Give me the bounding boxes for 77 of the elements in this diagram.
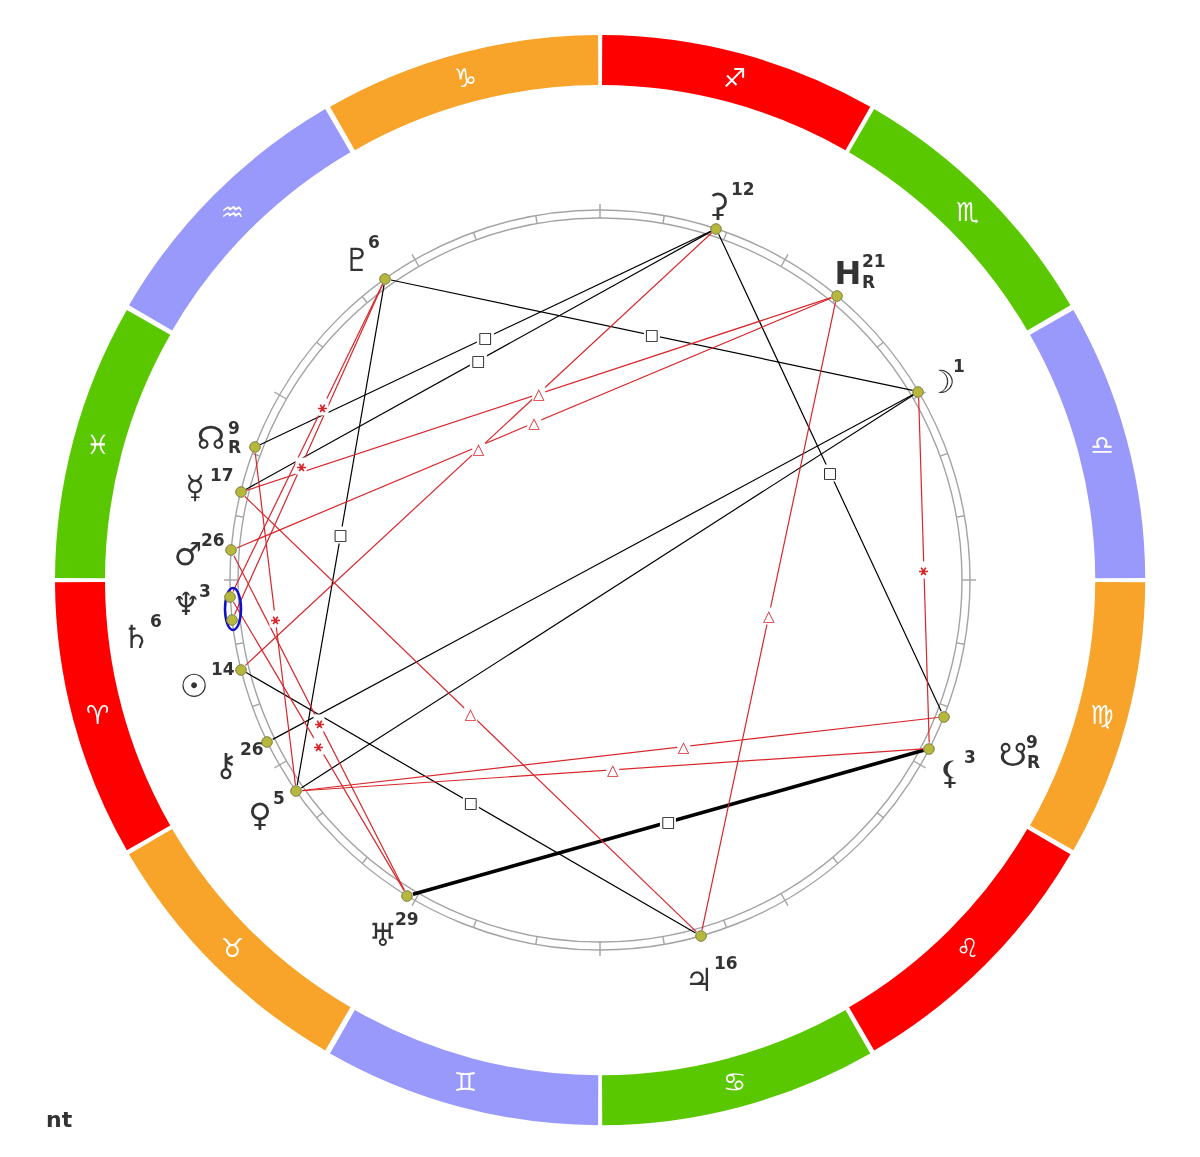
planet-glyph: ☊ <box>196 422 226 454</box>
aspect-line <box>244 232 713 667</box>
zodiac-sign: ♑ <box>453 64 478 91</box>
aspect-symbol: △ <box>762 607 776 625</box>
aspect-line <box>244 495 697 933</box>
planet-glyph: ♃ <box>684 964 714 996</box>
aspect-line <box>236 297 832 549</box>
zodiac-sign: ♌ <box>956 934 980 961</box>
aspect-symbol: □ <box>462 794 479 812</box>
retrograde-mark: R <box>862 273 876 291</box>
aspect-line <box>272 393 914 740</box>
aspect-symbol: □ <box>470 352 487 370</box>
aspect-line <box>254 452 297 786</box>
degree-number: 26 <box>240 740 264 758</box>
aspect-symbol: ⚹ <box>313 737 325 755</box>
degree-number: 21 <box>862 252 886 270</box>
planet-glyph: ⚷ <box>214 749 238 781</box>
aspect-symbol: △ <box>471 440 486 458</box>
degree-number: 1 <box>953 357 965 375</box>
zodiac-sign: ♍ <box>1090 701 1114 728</box>
aspect-line <box>300 394 915 789</box>
aspect-symbol: ⚹ <box>313 714 325 732</box>
degree-number: 26 <box>201 531 225 549</box>
zodiac-sign: ♊ <box>453 1069 478 1096</box>
aspect-line <box>701 301 837 931</box>
planet-glyph: ☉ <box>179 670 209 702</box>
zodiac-sign: ♐ <box>722 64 747 91</box>
aspect-symbol: △ <box>463 705 478 723</box>
zodiac-sign: ♎ <box>1090 432 1114 459</box>
degree-number: 3 <box>199 582 211 600</box>
aspect-line <box>412 748 925 896</box>
note-text: nt <box>46 1109 73 1131</box>
planet-glyph: ☿ <box>185 471 205 503</box>
degree-number: 6 <box>368 233 380 251</box>
zodiac-sign: ♏ <box>956 199 980 226</box>
aspect-line <box>245 297 832 492</box>
retrograde-mark: R <box>228 438 242 456</box>
degree-number: 12 <box>731 180 755 198</box>
aspect-symbol: □ <box>332 526 349 544</box>
planet-glyph: ☽ <box>926 366 956 398</box>
aspect-symbol: □ <box>821 464 839 482</box>
zodiac-sign: ♒ <box>220 199 244 226</box>
degree-number: 9 <box>228 419 240 437</box>
planet-glyph: ⚳ <box>706 189 730 221</box>
aspect-symbol: ⚹ <box>269 610 281 628</box>
planet-glyph: ♂ <box>173 538 203 570</box>
aspect-symbol: ⚹ <box>295 457 307 475</box>
degree-number: 16 <box>714 954 738 972</box>
aspect-line <box>296 284 385 786</box>
planet-glyph: H <box>834 257 862 289</box>
planet-glyph: ♄ <box>121 621 151 653</box>
zodiac-sign: ♓ <box>86 432 110 459</box>
aspect-line <box>718 233 942 712</box>
aspect-line <box>918 397 930 744</box>
aspect-line <box>245 231 712 491</box>
degree-number: 17 <box>210 466 234 484</box>
degree-number: 3 <box>964 748 976 766</box>
degree-number: 5 <box>273 789 285 807</box>
degree-number: 14 <box>211 660 235 678</box>
aspect-line <box>390 279 914 391</box>
planet-glyph: ♀ <box>248 799 272 831</box>
degree-number: 6 <box>150 612 162 630</box>
degree-number: 29 <box>395 910 419 928</box>
retrograde-mark: R <box>1027 753 1041 771</box>
degree-number: 9 <box>1026 733 1038 751</box>
aspect-symbol: ⚹ <box>317 398 329 416</box>
zodiac-sign: ♈ <box>86 701 110 728</box>
planet-glyph: ♆ <box>171 588 201 620</box>
aspect-line <box>301 748 924 792</box>
zodiac-sign: ♉ <box>220 934 244 961</box>
zodiac-sign: ♋ <box>722 1069 747 1096</box>
aspect-symbol: ⚹ <box>918 561 930 579</box>
planet-glyph: ☋ <box>998 739 1028 771</box>
aspect-symbol: △ <box>531 385 546 403</box>
planet-glyph: ⚸ <box>938 757 962 789</box>
aspect-line <box>245 671 697 934</box>
aspect-line <box>259 230 712 446</box>
